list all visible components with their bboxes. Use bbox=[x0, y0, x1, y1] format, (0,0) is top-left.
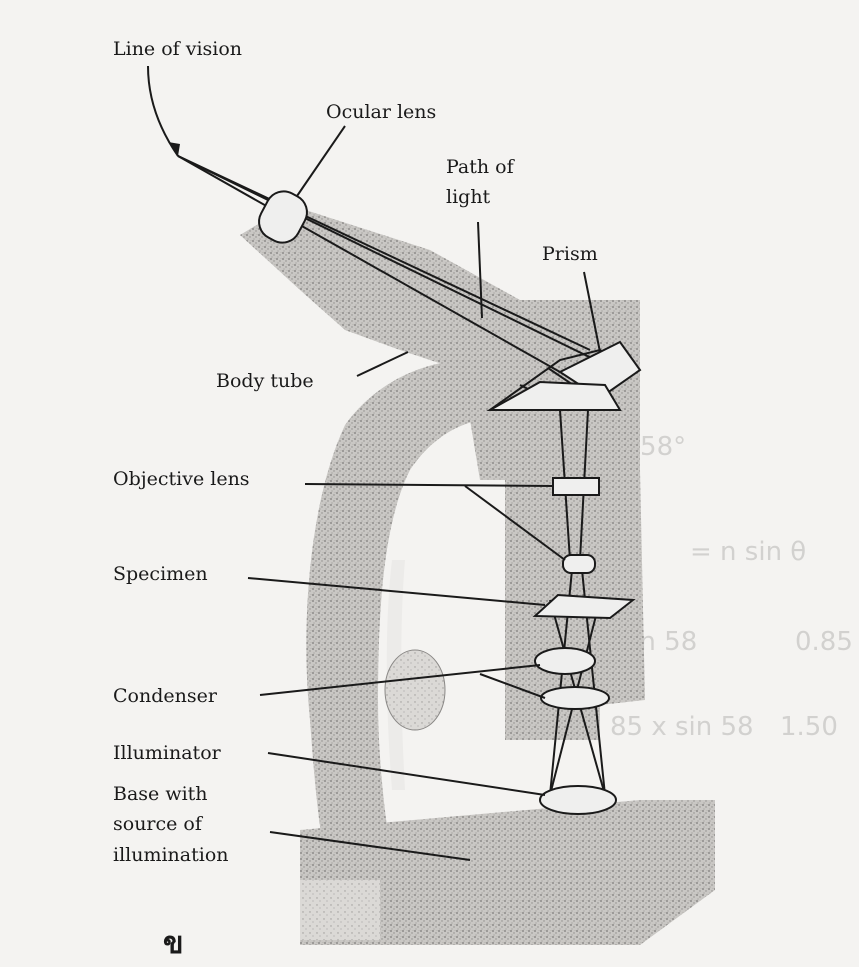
nosepiece-lens-shape bbox=[563, 555, 595, 573]
focus-knob bbox=[385, 650, 445, 730]
label-base-line1: Base with bbox=[113, 783, 208, 805]
show-through-line-5: 85 x sin 58 bbox=[610, 712, 754, 742]
show-through-line-2: = n sin θ bbox=[690, 537, 806, 567]
page-mark: ข bbox=[163, 926, 184, 961]
microscope-body bbox=[240, 205, 715, 945]
line-of-vision-arrow bbox=[148, 66, 178, 156]
label-base-line2: source of bbox=[113, 813, 204, 835]
label-body-tube: Body tube bbox=[216, 370, 314, 392]
objective-lens-shape bbox=[553, 478, 599, 495]
line-of-vision-arrowhead bbox=[168, 142, 180, 156]
body-tube-leader bbox=[357, 352, 408, 376]
show-through-line-6: 1.50 bbox=[780, 712, 838, 742]
illuminator-leader bbox=[268, 753, 545, 795]
label-ocular-lens: Ocular lens bbox=[326, 101, 436, 123]
label-line-of-vision: Line of vision bbox=[113, 38, 242, 60]
condenser-upper-shape bbox=[535, 648, 595, 674]
base-front-panel bbox=[300, 880, 380, 940]
label-path-of-light-line1: Path of bbox=[446, 156, 516, 178]
label-specimen: Specimen bbox=[113, 563, 208, 585]
condenser-lower-shape bbox=[541, 687, 609, 709]
label-path-of-light-line2: light bbox=[446, 186, 491, 208]
label-condenser: Condenser bbox=[113, 685, 218, 707]
label-objective-lens: Objective lens bbox=[113, 468, 250, 490]
ocular-lens-leader bbox=[297, 126, 345, 196]
label-base-line3: illumination bbox=[113, 844, 229, 866]
illuminator-shape bbox=[540, 786, 616, 814]
label-prism: Prism bbox=[542, 243, 598, 265]
show-through-line-4: 0.85 bbox=[795, 627, 853, 657]
label-illuminator: Illuminator bbox=[113, 742, 222, 764]
